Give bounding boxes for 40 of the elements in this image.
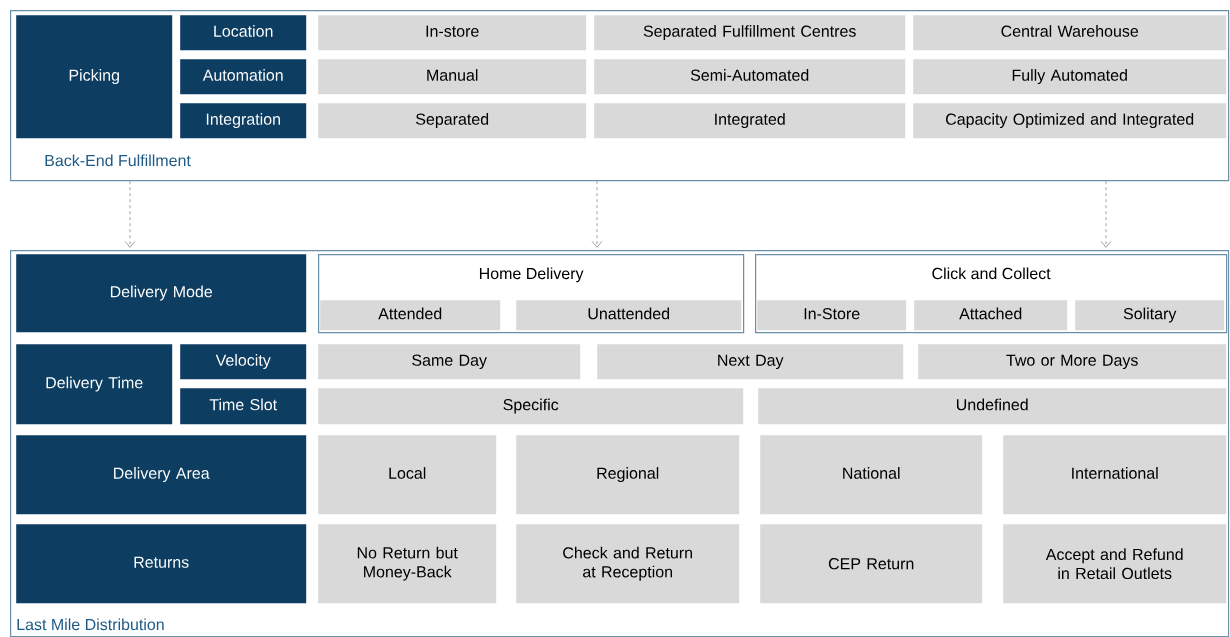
option-box: National [760,435,983,515]
option-box: Separated Fulfillment Centres [594,15,906,51]
category-box: Picking [16,15,173,139]
option-box: Unattended [516,300,742,331]
arrow [124,180,136,248]
option-box: Semi-Automated [594,59,906,95]
category-box: Time Slot [180,388,307,425]
option-box: Central Warehouse [913,15,1227,51]
arrow [591,180,603,248]
category-box: Velocity [180,344,307,380]
option-box: Regional [516,435,740,515]
option-box: Solitary [1075,300,1225,331]
option-box: Fully Automated [913,59,1227,95]
category-box: Delivery Mode [16,254,307,333]
option-box: Capacity Optimized and Integrated [913,103,1227,139]
option-box: Separated [318,103,587,139]
option-box: Manual [318,59,587,95]
option-box: Next Day [597,344,904,380]
option-box: Attached [914,300,1068,331]
option-box: Accept and Refund in Retail Outlets [1003,524,1227,604]
option-box: Integrated [594,103,906,139]
option-box: Attended [320,300,501,331]
option-box: Local [318,435,497,515]
option-box: Undefined [758,388,1227,425]
option-box: No Return but Money-Back [318,524,497,604]
category-box: Location [180,15,307,51]
option-box: Same Day [318,344,581,380]
option-box: In-store [318,15,587,51]
category-box: Integration [180,103,307,139]
option-box: In-Store [757,300,907,331]
category-box: Returns [16,524,307,604]
option-box: Check and Return at Reception [516,524,740,604]
option-box: International [1003,435,1227,515]
option-box: Specific [318,388,744,425]
arrow [1100,180,1112,248]
category-box: Delivery Time [16,344,173,425]
category-box: Delivery Area [16,435,307,515]
option-box: CEP Return [760,524,983,604]
option-box: Two or More Days [918,344,1227,380]
category-box: Automation [180,59,307,95]
